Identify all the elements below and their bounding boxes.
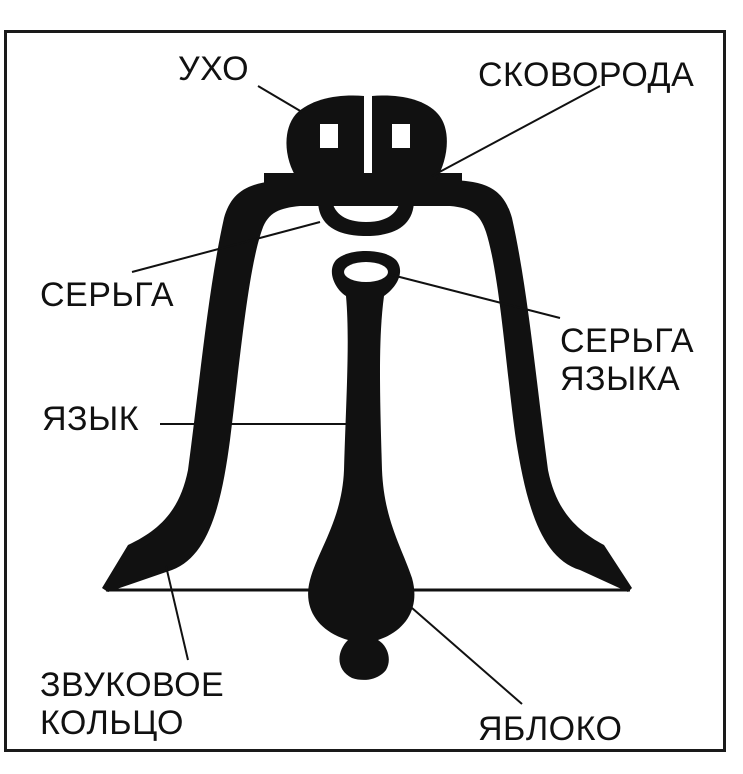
leader-earring: [131, 221, 321, 273]
leader-apple: [411, 607, 523, 705]
ear-hole-left: [320, 124, 338, 148]
ear-hole-right: [392, 124, 410, 148]
bell-body: [102, 180, 632, 592]
bell-earring: [318, 200, 414, 236]
label-tongue-earring: СЕРЬГА ЯЗЫКА: [560, 322, 695, 398]
leader-ear: [257, 85, 303, 113]
label-earring: СЕРЬГА: [40, 276, 175, 314]
label-apple: ЯБЛОКО: [478, 710, 623, 748]
label-crown: СКОВОРОДА: [478, 56, 695, 94]
label-tongue: ЯЗЫК: [42, 400, 139, 438]
label-ear: УХО: [178, 50, 250, 88]
tongue-earring-hole: [344, 262, 388, 282]
label-sound-ring: ЗВУКОВОЕ КОЛЬЦО: [40, 666, 225, 742]
leader-tongue-earring: [387, 273, 561, 319]
bell-tongue: [308, 251, 415, 680]
leader-sound-ring: [165, 565, 189, 661]
leader-crown: [431, 85, 601, 177]
